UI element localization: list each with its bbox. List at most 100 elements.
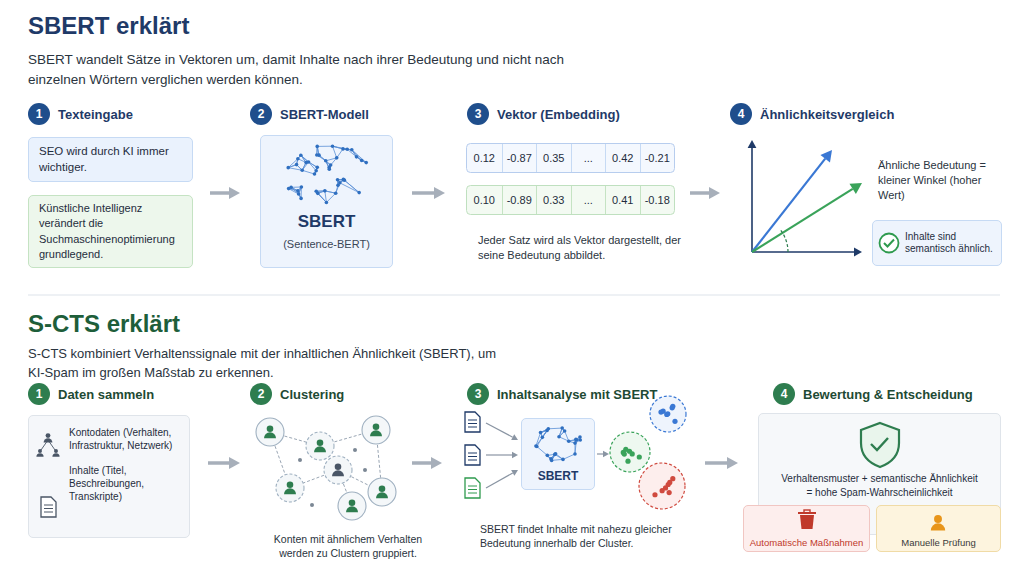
network-link — [302, 162, 306, 170]
network-link — [343, 148, 347, 149]
network-link — [356, 157, 366, 163]
network-link — [362, 160, 367, 162]
cluster-dot — [672, 419, 677, 424]
flow-arrow — [690, 191, 709, 195]
network-link — [316, 146, 317, 155]
network-link — [314, 171, 316, 174]
cluster-link — [320, 430, 376, 446]
network-dot — [578, 435, 582, 439]
network-link — [314, 167, 317, 174]
cluster-dot — [664, 412, 669, 417]
network-dot — [336, 178, 340, 182]
network-link — [314, 171, 316, 174]
step-number: 4 — [730, 103, 752, 125]
network-dot — [304, 161, 308, 165]
step-heading: Texteingabe — [58, 107, 133, 124]
person-body — [332, 470, 344, 476]
flow-arrow-head — [434, 187, 445, 199]
person-icon — [36, 449, 43, 457]
network-dot — [541, 436, 545, 440]
network-link — [562, 428, 564, 431]
network-dot — [299, 197, 303, 201]
network-link — [575, 439, 576, 441]
small-arrow-head — [512, 452, 518, 459]
network-link — [329, 165, 331, 167]
step-number: 3 — [467, 103, 489, 125]
network-dot — [329, 163, 333, 167]
network-link — [297, 159, 298, 165]
network-dot — [574, 437, 578, 441]
person-head — [287, 481, 294, 488]
network-link — [356, 157, 361, 161]
network-link — [338, 179, 343, 185]
step-number-text: 4 — [781, 388, 788, 400]
network-link — [288, 165, 296, 168]
box-text: SEO wird durch KI immer wichtiger. — [39, 144, 182, 175]
network-link — [340, 180, 345, 183]
account-circle — [368, 478, 396, 506]
network-link — [542, 430, 547, 437]
network-link — [291, 187, 298, 190]
network-link — [576, 440, 580, 441]
vector-value: ... — [584, 152, 593, 164]
network-dot — [314, 169, 318, 173]
network-dot — [539, 431, 543, 435]
network-link — [319, 155, 326, 161]
semantic-cluster — [610, 432, 650, 472]
network-link — [338, 183, 340, 185]
network-dot — [545, 454, 549, 458]
cluster-dot — [298, 458, 302, 462]
step-number-text: 2 — [258, 388, 265, 400]
network-dot — [286, 166, 290, 170]
network-link — [344, 180, 359, 192]
network-link — [551, 454, 555, 459]
network-link — [541, 430, 548, 432]
network-dot — [323, 189, 327, 193]
flow-arrow — [705, 461, 727, 465]
network-link — [298, 155, 301, 159]
person-body — [284, 488, 296, 494]
vector-value: 0.12 — [474, 152, 495, 164]
network-dot — [560, 426, 564, 430]
cluster-dot — [622, 452, 627, 457]
network-link — [338, 180, 340, 183]
network-link — [306, 162, 308, 163]
cluster-dot — [637, 454, 642, 459]
vector-cell: 0.33 — [536, 186, 571, 214]
network-dot — [300, 185, 304, 189]
icon-link — [48, 440, 55, 450]
cluster-dot — [663, 485, 668, 490]
step-circle-shape — [467, 383, 489, 405]
network-link — [325, 191, 336, 193]
network-link — [340, 179, 344, 182]
trash-handle — [804, 510, 810, 513]
network-link — [314, 167, 317, 174]
network-link — [569, 441, 575, 443]
vector-cell: ... — [571, 186, 606, 214]
network-link — [333, 146, 348, 149]
network-link — [338, 179, 345, 180]
network-link — [547, 455, 551, 460]
person-body — [314, 446, 326, 452]
network-link — [298, 191, 301, 199]
network-link — [306, 162, 308, 163]
input-sentence-box: SEO wird durch KI immer wichtiger. — [28, 137, 193, 182]
network-link — [333, 146, 343, 149]
network-dot — [561, 458, 565, 462]
person-icon — [314, 439, 326, 452]
network-link — [547, 429, 548, 431]
network-link — [338, 179, 344, 180]
flow-arrow — [412, 191, 434, 195]
vector-row-outline — [467, 144, 675, 173]
network-link — [542, 429, 548, 438]
network-link — [299, 187, 302, 194]
network-link — [316, 167, 317, 170]
vector-arrow-head — [849, 183, 862, 194]
network-link — [547, 429, 548, 431]
network-link — [336, 183, 340, 193]
network-dot — [307, 160, 311, 164]
network-link — [362, 160, 367, 162]
flow-arrow-head — [709, 187, 720, 199]
step-number: 2 — [250, 383, 272, 405]
box-text: SBERT — [298, 212, 356, 232]
